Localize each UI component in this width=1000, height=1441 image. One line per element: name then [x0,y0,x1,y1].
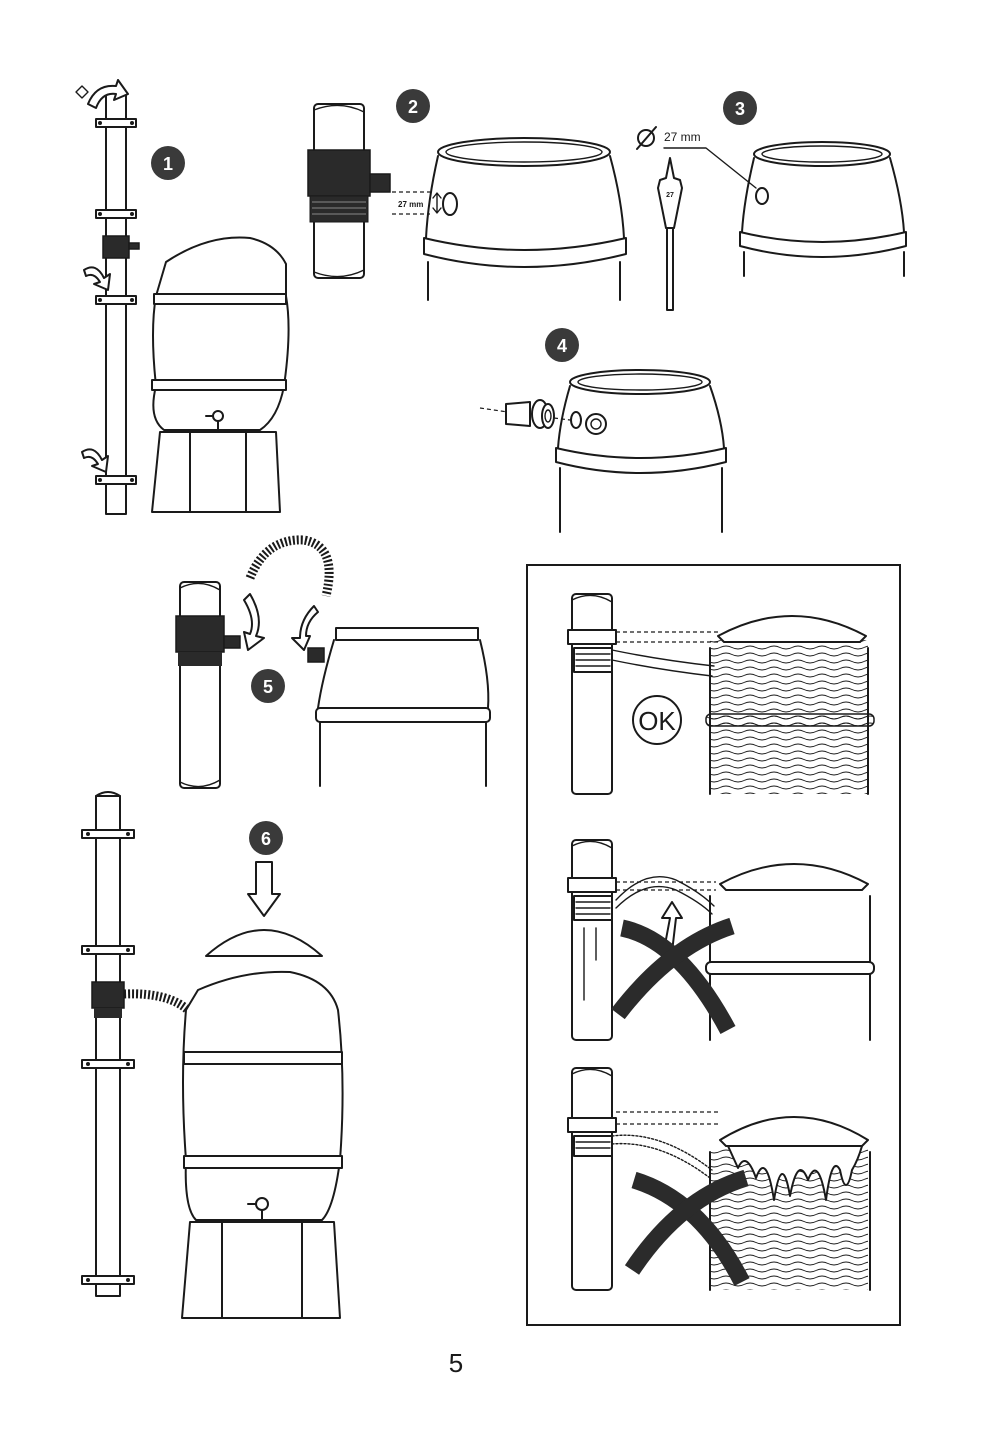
curved-arrow-icon [83,266,111,291]
drill-bit-size: 27 [666,192,674,199]
comparison-panel [526,564,901,1326]
height-arrow-icon [432,192,442,214]
wrong-cross-icon [624,1169,749,1275]
wrong-overflow-illustration [567,1067,871,1291]
step3-group: 27 mm 27 3 [636,91,907,311]
correct-height-illustration: OK [567,593,875,795]
barrel-tap [205,410,224,431]
curved-arrow-icon [81,448,109,473]
pipe-bracket [95,475,137,485]
flexible-hose [245,535,334,598]
step-badge [723,91,757,125]
step-badge [249,821,283,855]
downpipe [95,88,140,515]
barrel-lid [205,929,323,957]
step4-group: 4 [479,328,727,533]
pipe-bracket [95,209,137,219]
rain-diverter [91,981,125,1018]
step5-number: 5 [263,677,273,697]
curved-arrow-icon [87,79,129,109]
step1-group: 1 [75,79,290,515]
hole-diameter-label: 27 mm [664,130,701,144]
curved-arrow-icon [291,605,319,651]
step5-group: 5 [175,535,491,789]
step6-group: 6 [81,791,344,1319]
step2-group: 27 mm 2 [307,89,627,301]
downpipe-section [175,581,241,789]
pipe-bracket [81,945,135,955]
downpipe [81,791,135,1297]
downpipe-section [307,103,391,279]
step-badge [251,669,285,703]
pipe-bracket [95,295,137,305]
drill-bit: 27 [657,157,683,311]
step1-number: 1 [163,154,173,174]
water-butt [151,236,290,513]
water-butt-full [705,615,875,795]
barrel-hole [442,192,458,216]
water-butt-empty [705,863,875,1041]
barrel-top [423,137,627,301]
page-number: 5 [449,1348,463,1378]
wrong-cross-icon [631,1171,750,1286]
step-badge [545,328,579,362]
step3-number: 3 [735,99,745,119]
diameter-icon [636,126,657,150]
wrong-cross-icon [611,917,735,1020]
pipe-bracket [81,1059,135,1069]
hole-height-label: 27 mm [398,200,423,209]
step2-number: 2 [408,97,418,117]
rain-diverter [102,235,140,259]
down-arrow-icon [247,861,281,917]
ok-label: OK [638,706,676,736]
curved-arrow-icon [243,593,265,651]
pipe-bracket [81,1275,135,1285]
barrel-top [739,141,907,277]
barrel-top [315,627,491,787]
step6-number: 6 [261,829,271,849]
ok-badge [632,695,682,745]
bracket-removed-icon [75,85,89,99]
pipe-bracket [95,118,137,128]
step4-number: 4 [557,336,567,356]
flexible-hose [123,989,194,1016]
pipe-bracket [81,829,135,839]
step-badge [396,89,430,123]
drilled-hole [755,187,769,205]
barrel-tap [247,1197,269,1221]
barrel-top [555,369,727,533]
wrong-kinked-hose-illustration [567,839,875,1041]
hose-connector [505,399,555,429]
water-butt [181,970,344,1319]
step-badge [151,146,185,180]
